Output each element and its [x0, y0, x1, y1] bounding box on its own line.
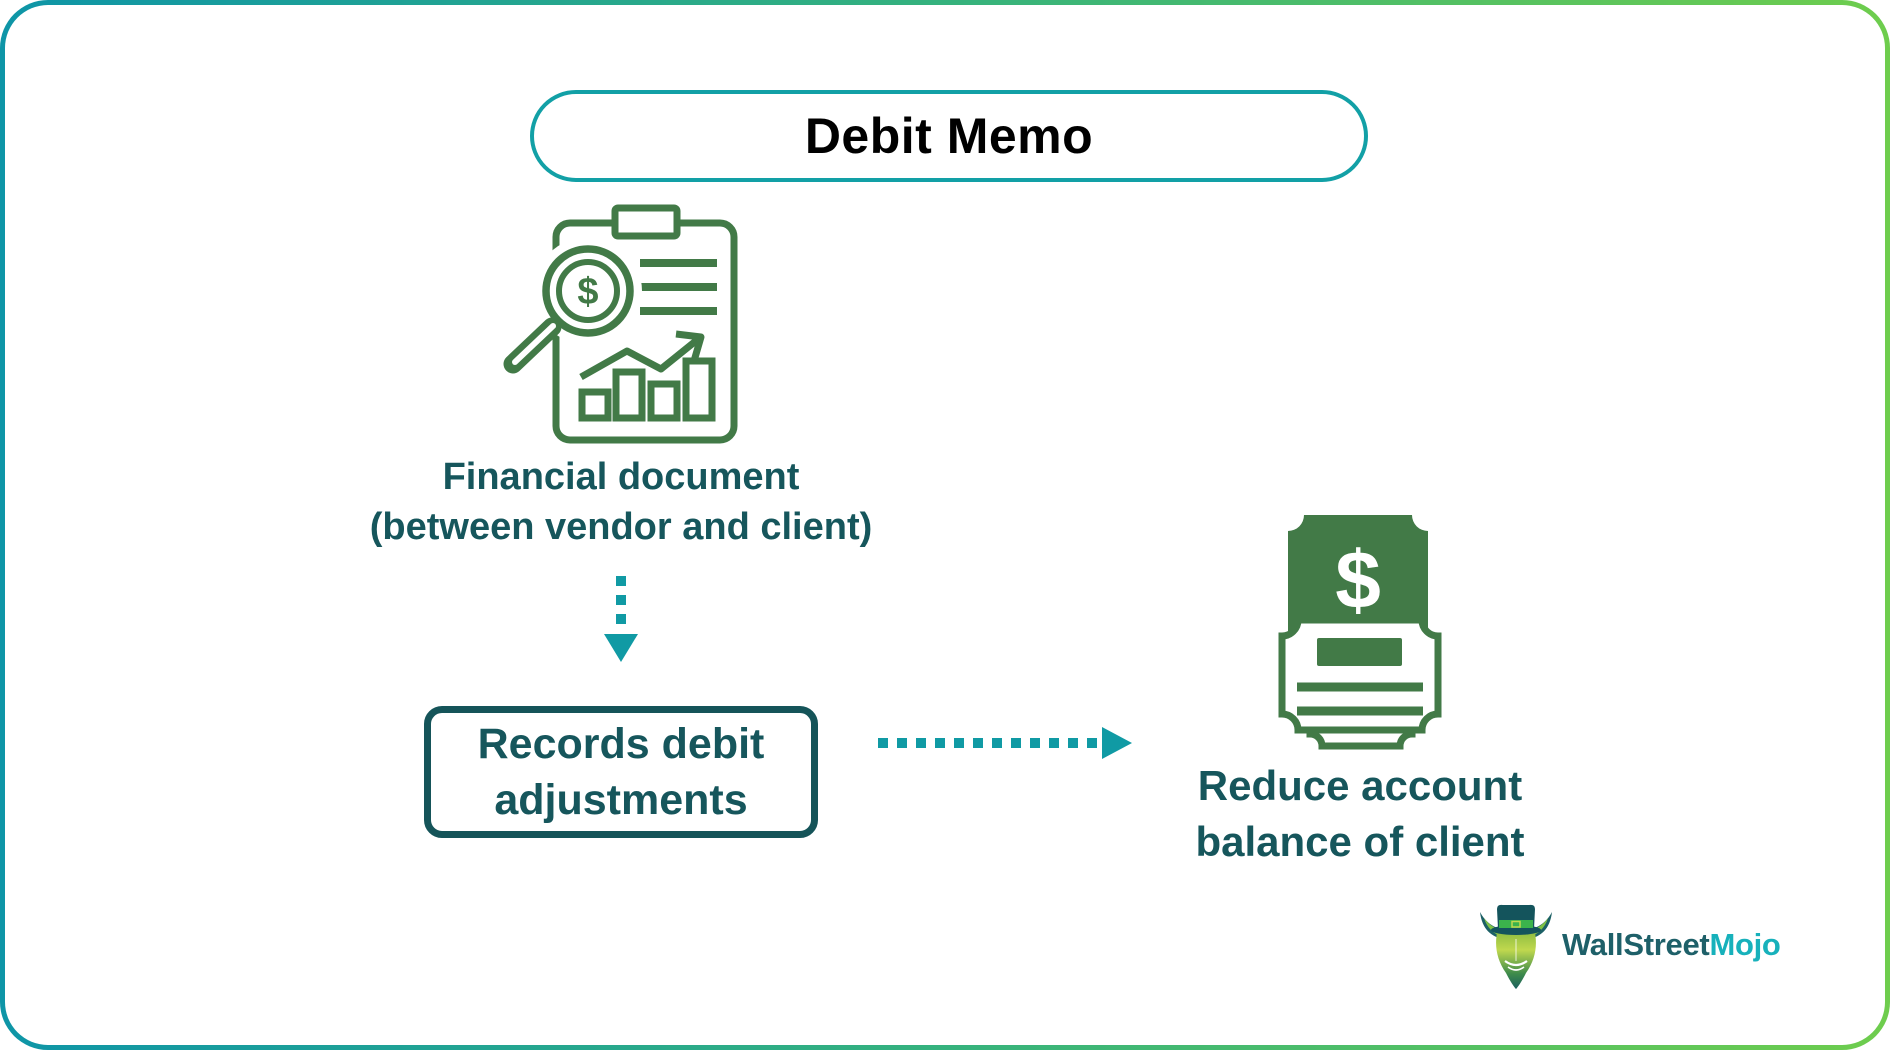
- down-arrow-icon: [604, 576, 638, 662]
- financial-document-caption: Financial document (between vendor and c…: [321, 452, 921, 552]
- trend-arrow-icon: [579, 330, 705, 381]
- logo-wordmark-wallstreet: WallStreet: [1562, 927, 1710, 962]
- lens-dollar-sign: $: [577, 271, 598, 313]
- title-pill: Debit Memo: [530, 90, 1368, 182]
- bar-chart-icon: [578, 357, 716, 422]
- receipt-field: [1317, 638, 1402, 666]
- bill-dollar-sign: $: [1335, 535, 1381, 626]
- document-text-lines: [640, 259, 717, 315]
- wallstreetmojo-logo: WallStreetMojo: [1562, 922, 1781, 968]
- records-box-line1: Records debit: [477, 720, 765, 768]
- records-box-line2: adjustments: [494, 776, 748, 824]
- financial-document-caption-line1: Financial document: [442, 456, 800, 498]
- financial-document-caption-line2: (between vendor and client): [369, 506, 873, 548]
- reduce-account-caption-line1: Reduce account: [1197, 762, 1523, 809]
- reduce-account-caption: Reduce account balance of client: [1110, 758, 1610, 870]
- financial-document-icon: $: [503, 204, 738, 444]
- records-debit-adjustments-box: Records debit adjustments: [424, 706, 818, 838]
- logo-wordmark: WallStreetMojo: [1562, 927, 1781, 963]
- reduce-account-caption-line2: balance of client: [1195, 818, 1525, 865]
- right-arrow-icon: [878, 727, 1132, 759]
- logo-wordmark-mojo: Mojo: [1709, 927, 1781, 962]
- debit-note-icon: $: [1278, 515, 1442, 750]
- magnifier-lens-inner: [556, 259, 620, 323]
- clipboard-clip: [611, 204, 681, 240]
- magnifier-handle: [503, 317, 562, 374]
- receipt-lines: [1297, 682, 1423, 716]
- page-title: Debit Memo: [804, 108, 1094, 164]
- bull-mascot-icon: [1480, 904, 1552, 989]
